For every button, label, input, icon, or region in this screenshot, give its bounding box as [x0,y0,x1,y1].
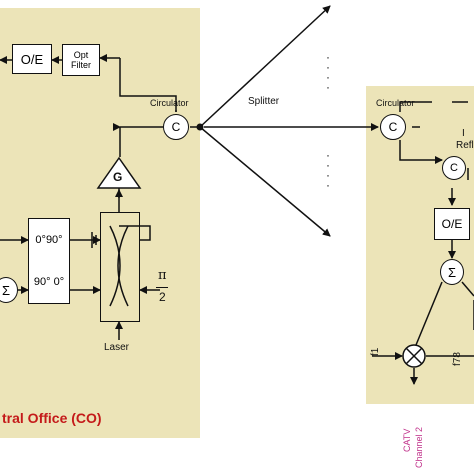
wire-sum-left [415,281,443,346]
pi-denominator: 2 [159,290,166,304]
splitter-branch-top [199,5,331,128]
rn-circulator-label: Circulator [376,98,415,108]
optical-filter: Opt Filter [62,44,100,76]
channel-label: Channel 2 [414,426,424,468]
splitter-branch-bottom [199,126,331,237]
splitter-dots-top: · · · · [326,50,330,94]
amplifier-triangle [96,156,142,189]
f1-label: f1 [370,347,381,356]
phase-shifter: 0°90° 90° 0° [28,218,70,304]
central-office-title: tral Office (CO) [2,410,102,426]
wire-sum-right [461,281,474,297]
co-circulator-label: Circulator [150,98,189,108]
wire-bias-loop [119,225,151,241]
modulator-arm-left [109,225,121,307]
splitter-dots-bottom: · · · · [326,148,330,192]
rn-circulator: C [380,114,406,140]
amplifier-label: G [113,170,123,184]
modulator-arm-right [117,225,129,307]
splitter-connector [196,123,204,131]
rn-partial-label-1: I [462,128,465,139]
wire-rn-circ-up [399,101,432,112]
co-summer: Σ [0,277,18,303]
mzm-modulator [100,212,140,322]
splitter-label: Splitter [248,96,280,107]
laser-label: Laser [104,342,130,353]
co-circulator: C [163,114,189,140]
wire-circ-to-filter [119,58,177,112]
rn-oe-converter: O/E [434,208,470,240]
catv-label: CATV [402,428,412,452]
rn-summer: Σ [440,259,464,285]
oe-converter-co: O/E [12,44,52,74]
rn-partial-label-2: Refl [456,140,474,151]
rn-inner-circulator: C [442,156,466,180]
wire-rn-circ-down [399,140,443,164]
pi-numerator: π [158,268,167,283]
mixer-symbol [402,344,426,368]
pi-fraction-bar [156,287,168,288]
f78-label: f78 [452,352,463,366]
